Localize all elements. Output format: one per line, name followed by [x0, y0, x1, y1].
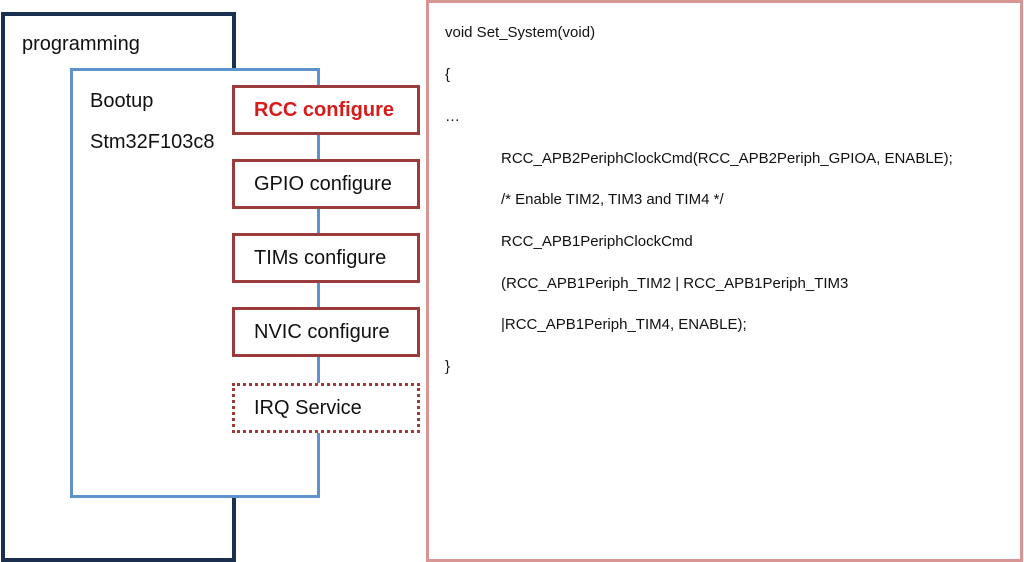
code-line-ellipsis: …: [445, 108, 460, 125]
step-tims-configure: TIMs configure: [232, 233, 420, 283]
code-line-comment: /* Enable TIM2, TIM3 and TIM4 */: [501, 191, 724, 208]
step-irq-service: IRQ Service: [232, 383, 420, 433]
code-line-apb1-clock: RCC_APB1PeriphClockCmd: [501, 233, 693, 250]
bootup-label: Bootup: [90, 90, 154, 112]
code-line-close-brace: }: [445, 358, 451, 375]
code-line-function-signature: void Set_System(void): [445, 24, 596, 41]
code-panel: [426, 0, 1023, 562]
code-line-apb1-args-1: (RCC_APB1Periph_TIM2 | RCC_APB1Periph_TI…: [501, 275, 849, 292]
step-rcc-configure: RCC configure: [232, 85, 420, 135]
code-line-open-brace: {: [445, 66, 451, 83]
code-line-apb1-args-2: |RCC_APB1Periph_TIM4, ENABLE);: [501, 316, 747, 333]
chip-label: Stm32F103c8: [90, 131, 215, 153]
code-line-apb2-clock: RCC_APB2PeriphClockCmd(RCC_APB2Periph_GP…: [501, 150, 953, 167]
step-nvic-configure: NVIC configure: [232, 307, 420, 357]
step-gpio-configure: GPIO configure: [232, 159, 420, 209]
programming-label: programming: [22, 33, 140, 55]
